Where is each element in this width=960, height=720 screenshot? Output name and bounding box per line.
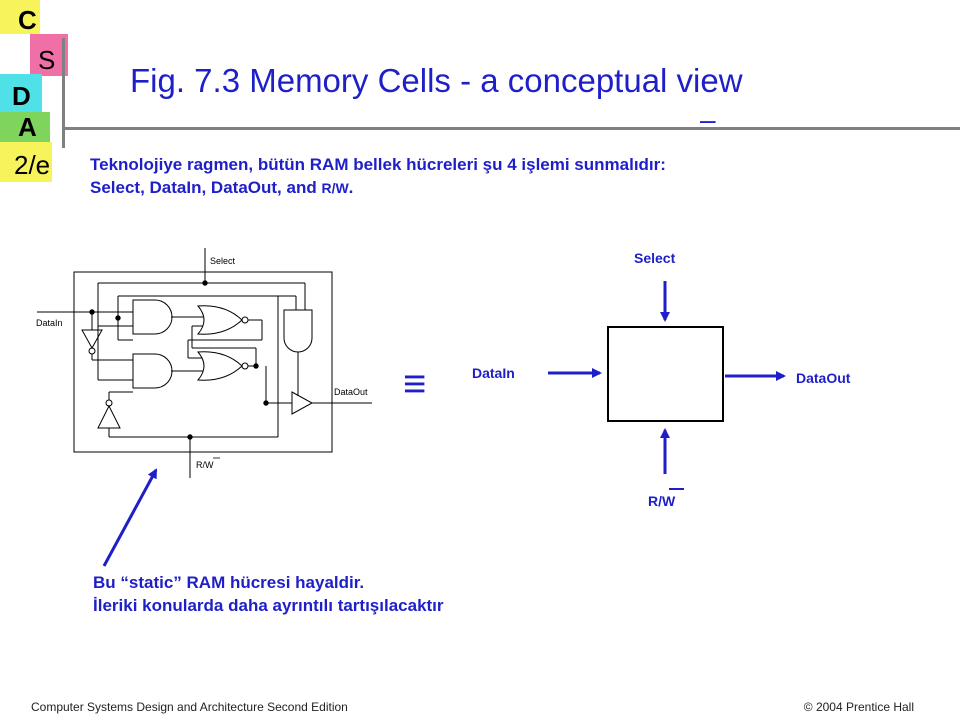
intro-line-2-suffix: .	[348, 178, 354, 197]
static-ram-circuit	[37, 248, 372, 478]
nor-gate-bottom	[196, 351, 243, 381]
memory-cell-block: Select DataIn DataOut R/W	[472, 250, 851, 509]
circuit-border	[73, 271, 333, 453]
block-datain-label: DataIn	[472, 365, 515, 381]
logo-block-pink	[30, 34, 68, 76]
tristate-buffer	[291, 391, 314, 415]
title-dash: –	[700, 104, 716, 135]
footer-left: Computer Systems Design and Architecture…	[31, 700, 348, 714]
equivalence-symbol: ≡	[403, 362, 426, 406]
intro-line-2-prefix: Select, DataIn, DataOut, and	[90, 178, 322, 197]
footer-right: © 2004 Prentice Hall	[803, 700, 914, 714]
circuit-rw-label: R/W	[196, 460, 214, 470]
pointer-line	[102, 468, 158, 567]
vertical-rule	[62, 38, 65, 148]
logo-block-yellow-bottom	[0, 142, 52, 182]
output-and-gate	[283, 309, 313, 353]
logo-letter-a: A	[18, 112, 37, 142]
logo-letter-d: D	[12, 81, 31, 111]
rw-inverter	[97, 404, 121, 429]
block-select-label: Select	[634, 250, 676, 266]
circuit-datain-label: DataIn	[36, 318, 63, 328]
and-gate-top	[132, 299, 173, 335]
input-inverter	[81, 329, 103, 350]
circuit-select-label: Select	[210, 256, 236, 266]
logo-block-blue	[0, 74, 42, 112]
nor-gate-top	[196, 305, 243, 335]
block-rw-label: R/W	[648, 493, 676, 509]
block-dataout-label: DataOut	[796, 370, 851, 386]
circuit-dataout-label: DataOut	[334, 387, 368, 397]
logo-block-green	[0, 112, 50, 142]
intro-rw: R/W	[321, 180, 349, 196]
cell-box	[607, 326, 724, 422]
horizontal-rule	[62, 127, 960, 130]
note-text: Bu “static” RAM hücresi hayaldir. İlerik…	[93, 571, 444, 617]
logo-edition: 2/e	[14, 150, 51, 180]
logo-letter-s: S	[38, 45, 56, 75]
and-gate-bottom	[132, 353, 173, 389]
note-line-2: İleriki konularda daha ayrıntılı tartışı…	[93, 596, 444, 615]
logo-block-yellow-top	[0, 0, 40, 34]
logo-letter-c: C	[18, 5, 37, 35]
intro-line-2: Select, DataIn, DataOut, and R/W.	[90, 176, 666, 200]
intro-text: Teknolojiye ragmen, bütün RAM bellek hüc…	[90, 153, 666, 200]
note-line-1: Bu “static” RAM hücresi hayaldir.	[93, 573, 365, 592]
circuit-labels: Select DataIn DataOut R/W	[36, 256, 368, 470]
slide-title: Fig. 7.3 Memory Cells - a conceptual vie…	[130, 62, 743, 99]
intro-line-1: Teknolojiye ragmen, bütün RAM bellek hüc…	[90, 155, 666, 174]
